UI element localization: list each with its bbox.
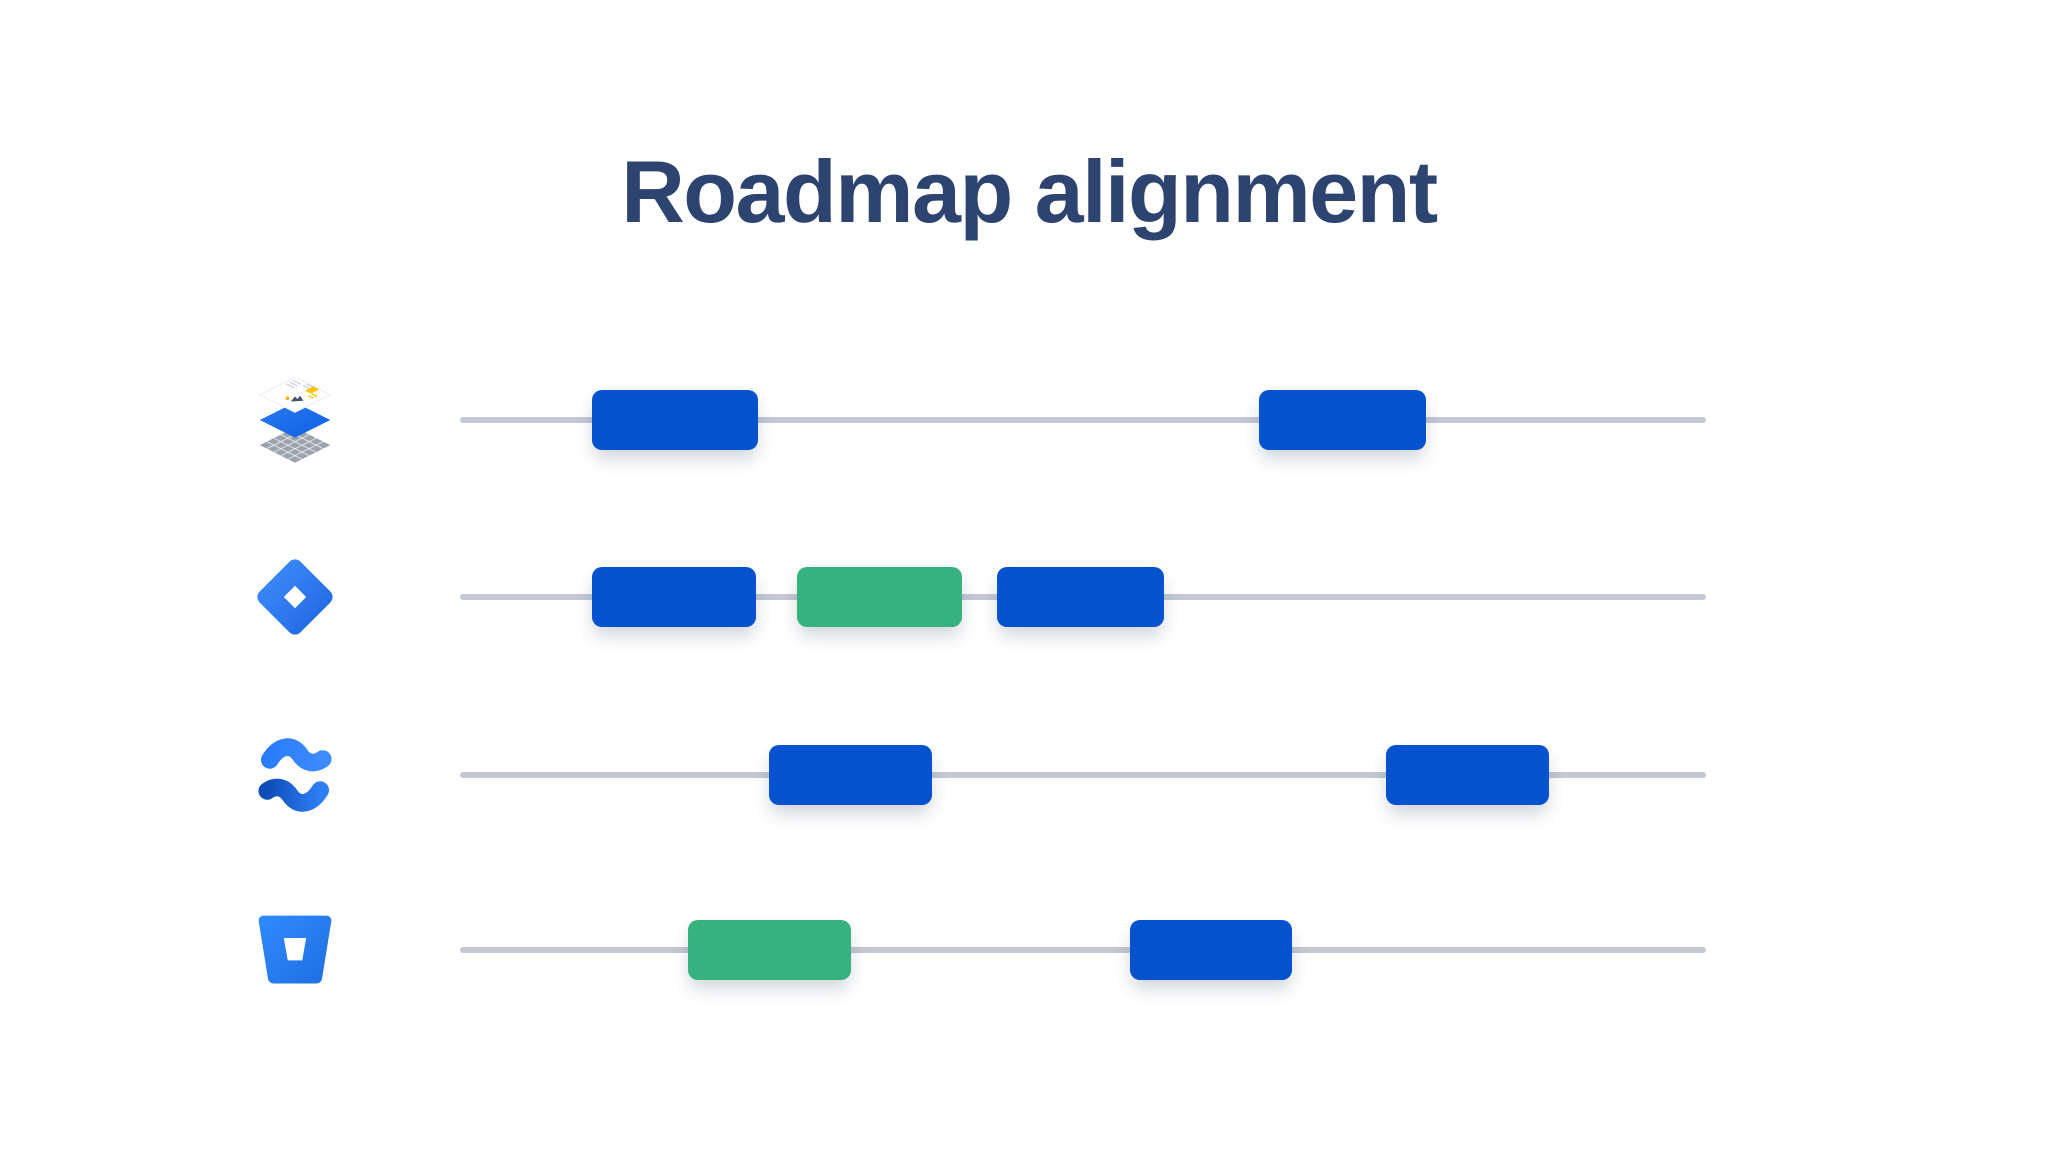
jira-logo [255,557,335,637]
confluence-logo-graphic [258,738,332,812]
timeline-track [460,947,1706,953]
roadmap-bar-blue [1259,390,1426,450]
roadmap-bar-green [688,920,851,980]
roadmap-bar-blue [1386,745,1549,805]
roadmap-bar-blue [997,567,1164,627]
roadmap-bar-blue [592,567,756,627]
roadmap-bar-blue [592,390,758,450]
bitbucket-logo-graphic [258,915,332,984]
jira-logo-graphic [257,559,333,635]
bitbucket-logo [252,907,338,993]
roadmap-bar-blue [1130,920,1292,980]
timeline-track [460,417,1706,423]
confluence-logo [251,733,339,817]
timeline-track [460,772,1706,778]
layers-illustration-graphic [258,376,332,463]
layers-illustration [253,373,337,467]
roadmap-bar-green [797,567,962,627]
page-title: Roadmap alignment [621,142,1438,241]
roadmap-bar-blue [769,745,932,805]
